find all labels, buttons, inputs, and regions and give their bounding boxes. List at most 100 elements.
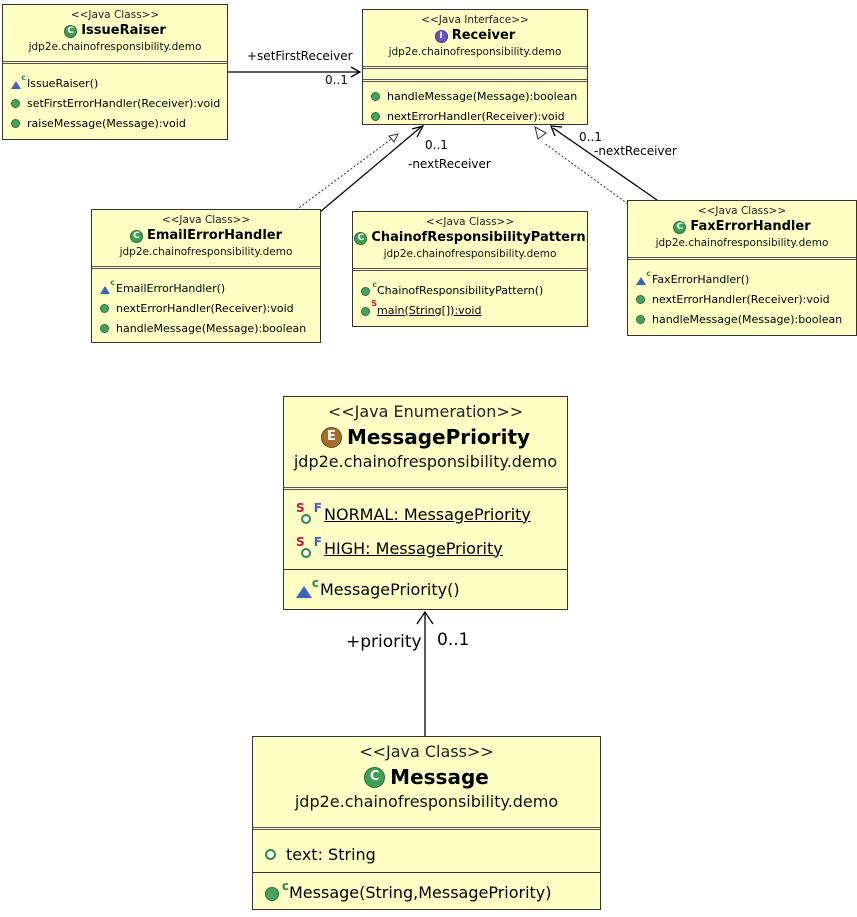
class-stereotype: <<Java Class>> xyxy=(359,742,494,761)
class-stereotype: <<Java Class>> xyxy=(425,216,515,228)
class-stereotype: <<Java Enumeration>> xyxy=(327,402,524,421)
fax-next-role-label: -nextReceiver xyxy=(594,144,677,158)
interface-icon: I xyxy=(434,29,448,43)
method-row: handleMessage(Message):boolean xyxy=(92,318,320,338)
method-text: handleMessage(Message):boolean xyxy=(652,312,843,326)
package-field-icon xyxy=(265,848,276,860)
class-package: jdp2e.chainofresponsibility.demo xyxy=(388,46,562,58)
constructor-icon: c xyxy=(265,879,289,901)
class-name-text: FaxErrorHandler xyxy=(690,219,811,234)
method-text: setFirstErrorHandler(Receiver):void xyxy=(27,96,221,110)
method-row: nextErrorHandler(Receiver):void xyxy=(92,298,320,318)
method-row: nextErrorHandler(Receiver):void xyxy=(363,106,587,126)
public-method-icon xyxy=(371,91,380,101)
method-row: raiseMessage(Message):void xyxy=(3,113,227,133)
set-first-receiver-arrowhead xyxy=(350,66,362,78)
class-icon: C xyxy=(129,229,143,243)
enumeration-icon: E xyxy=(320,426,342,448)
class-package: jdp2e.chainofresponsibility.demo xyxy=(294,792,559,811)
fax-realization-arrowhead xyxy=(534,126,547,140)
fax-next-multiplicity: 0..1 xyxy=(579,130,602,144)
class-icon: C xyxy=(673,220,687,234)
method-row: setFirstErrorHandler(Receiver):void xyxy=(3,93,227,113)
priority-multiplicity: 0..1 xyxy=(437,630,470,650)
method-row: nextErrorHandler(Receiver):void xyxy=(628,289,856,309)
member-text: FaxErrorHandler() xyxy=(652,272,750,286)
method-text: raiseMessage(Message):void xyxy=(27,116,186,130)
email-next-role-label: -nextReceiver xyxy=(408,157,491,171)
class-stereotype: <<Java Class>> xyxy=(697,205,787,217)
class-package: jdp2e.chainofresponsibility.demo xyxy=(28,41,202,53)
class-name-text: ChainofResponsibilityPattern xyxy=(371,230,586,245)
method-text: handleMessage(Message):boolean xyxy=(116,321,307,335)
public-method-icon xyxy=(636,314,645,324)
email-next-receiver-association xyxy=(319,126,422,213)
fax-next-receiver-association xyxy=(552,127,658,201)
public-method-icon xyxy=(11,118,20,128)
member-text: ChainofResponsibilityPattern() xyxy=(377,283,544,297)
class-name-text: Receiver xyxy=(451,28,516,43)
fax-implements-receiver xyxy=(543,142,629,205)
method-text: nextErrorHandler(Receiver):void xyxy=(116,301,294,315)
method-text: nextErrorHandler(Receiver):void xyxy=(387,109,565,123)
public-method-icon xyxy=(371,111,380,121)
public-method-icon xyxy=(11,98,20,108)
method-text: handleMessage(Message):boolean xyxy=(387,89,578,103)
constructor-icon: c xyxy=(361,280,377,296)
public-method-icon xyxy=(100,303,109,313)
set-first-receiver-multiplicity: 0..1 xyxy=(325,73,348,87)
member-text: Message(String,MessagePriority) xyxy=(289,882,552,902)
class-package: jdp2e.chainofresponsibility.demo xyxy=(293,452,558,471)
constructor-icon: c xyxy=(636,269,651,285)
class-package: jdp2e.chainofresponsibility.demo xyxy=(655,237,829,249)
email-implements-receiver xyxy=(295,133,399,211)
public-method-icon xyxy=(100,323,109,333)
attribute-text: text: String xyxy=(286,844,376,864)
method-text: nextErrorHandler(Receiver):void xyxy=(652,292,830,306)
class-name-text: EmailErrorHandler xyxy=(146,228,283,243)
class-stereotype: <<Java Class>> xyxy=(70,9,160,21)
class-name-text: MessagePriority xyxy=(346,425,531,449)
class-icon: C xyxy=(64,24,78,38)
constructor-icon: c xyxy=(11,73,26,89)
member-text: MessagePriority() xyxy=(320,579,460,599)
class-package: jdp2e.chainofresponsibility.demo xyxy=(119,246,293,258)
public-method-icon xyxy=(636,294,645,304)
class-icon: C xyxy=(364,766,386,788)
method-row: handleMessage(Message):boolean xyxy=(363,86,587,106)
member-text: IssueRaiser() xyxy=(27,76,99,90)
email-next-receiver-arrowhead xyxy=(411,124,425,138)
method-text: main(String[]):void xyxy=(377,303,482,317)
literal-text: NORMAL: MessagePriority xyxy=(324,504,531,524)
constructor-icon: c xyxy=(100,278,115,294)
priority-arrowhead xyxy=(416,610,434,625)
constructor-icon: c xyxy=(296,576,319,598)
attribute-row: text: String xyxy=(253,837,600,871)
literal-text: HIGH: MessagePriority xyxy=(324,538,503,558)
class-name-text: Message xyxy=(390,765,489,789)
set-first-receiver-label: +setFirstReceiver xyxy=(247,49,353,63)
